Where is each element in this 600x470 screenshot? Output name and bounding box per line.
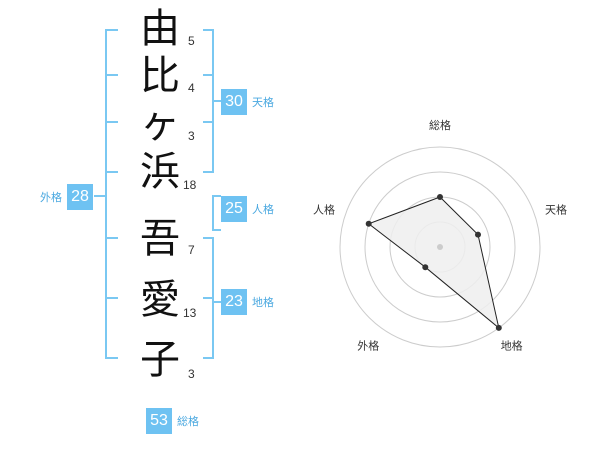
chikaku-label: 地格 [252,296,274,309]
soukaku-label: 総格 [177,415,199,428]
radar-point-5 [365,220,372,227]
radar-axis-label: 外格 [357,339,379,353]
name-char-6: 愛 [140,277,180,323]
tenkaku-badge: 30 天格 [221,89,274,115]
stroke-count-5: 7 [188,243,195,257]
name-char-2: 比 [140,53,180,99]
name-char-5: 吾 [140,216,180,262]
name-char-1: 由 [140,6,180,52]
tenkaku-value: 30 [221,89,247,115]
radar-point-3 [495,324,502,331]
name-char-4: 浜 [140,149,180,195]
radar-grid-ring [364,171,516,323]
stroke-count-3: 3 [188,129,195,143]
radar-point-2 [475,231,481,238]
radar-point-1 [437,194,443,200]
name-char-3: ヶ [140,101,180,147]
stroke-count-2: 4 [188,81,195,95]
radar-axis-label: 天格 [545,202,567,216]
radar-axis-label: 人格 [313,202,335,216]
name-characters: 由 比 ヶ 浜 吾 愛 子 [130,0,190,400]
jinkaku-label: 人格 [252,203,274,216]
jinkaku-badge: 25 人格 [221,196,274,222]
jinkaku-bracket [212,195,221,231]
radar-grid-ring [339,146,541,348]
tenkaku-label: 天格 [252,96,274,109]
stroke-count-4: 18 [183,178,197,192]
radar-axis-label: 地格 [501,339,523,353]
radar-points [365,194,502,331]
gaikaku-bracket [105,29,118,359]
stroke-count-1: 5 [188,34,195,48]
name-char-7: 子 [140,337,180,383]
radar-center-dot [437,244,443,250]
gaikaku-value: 28 [67,184,93,210]
stroke-count-7: 3 [188,367,195,381]
soukaku-badge: 53 総格 [146,408,199,434]
tenkaku-bracket [203,29,214,173]
jinkaku-value: 25 [221,196,247,222]
radar-polygon [367,196,500,330]
chikaku-badge: 23 地格 [221,289,274,315]
radar-axis-label: 総格 [429,118,451,132]
stroke-count-6: 13 [183,306,197,320]
soukaku-value: 53 [146,408,172,434]
radar-point-4 [422,264,429,271]
chikaku-value: 23 [221,289,247,315]
gaikaku-badge: 外格 28 [40,184,93,210]
gaikaku-label: 外格 [40,191,62,204]
